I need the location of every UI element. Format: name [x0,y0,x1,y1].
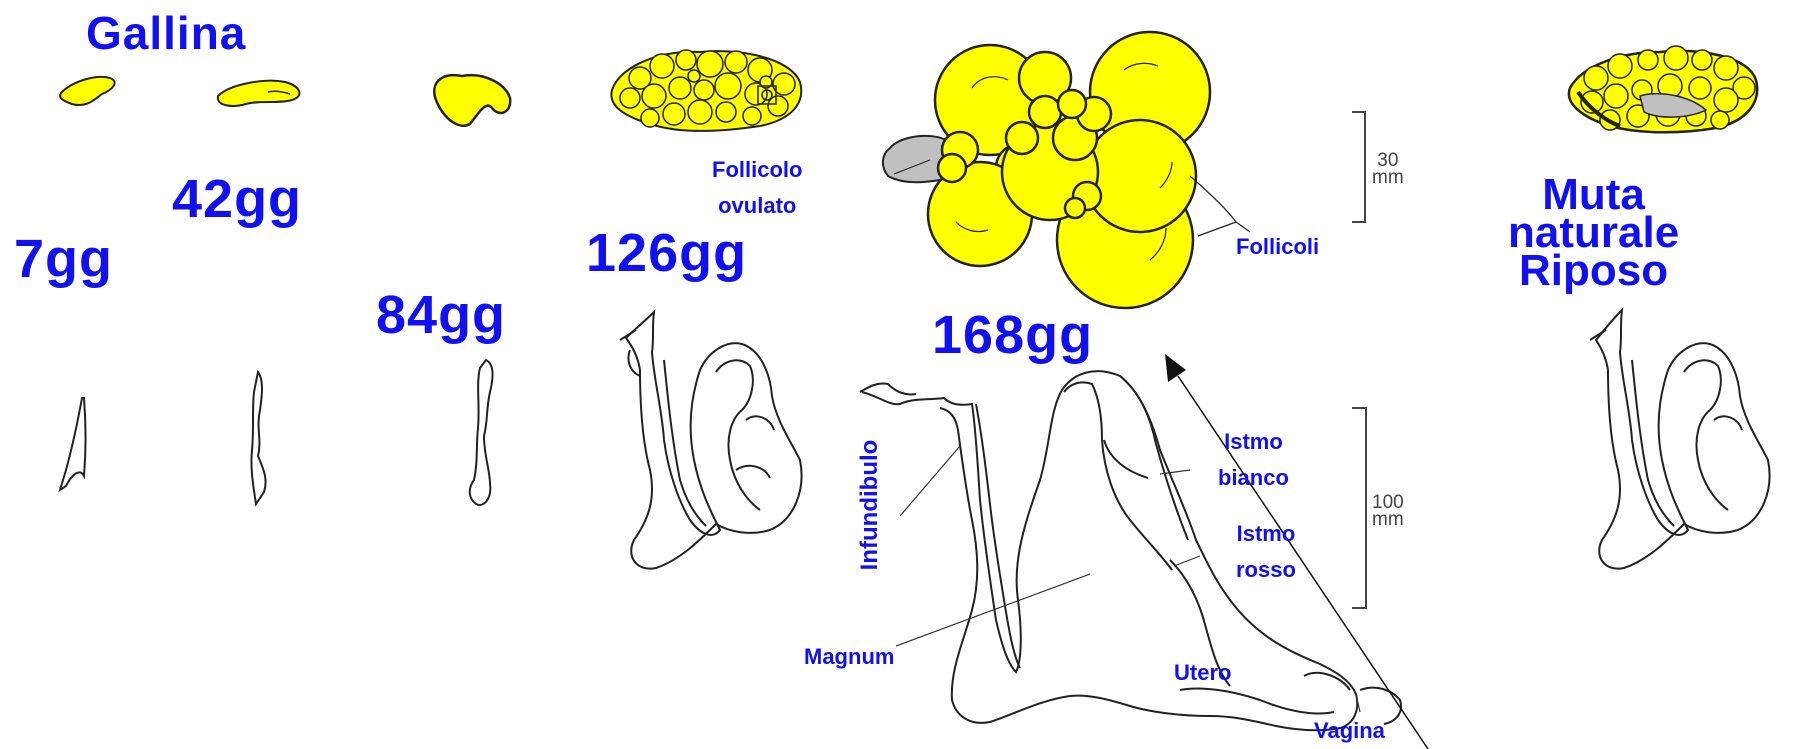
scale-label-ovary: 30 mm [1372,152,1404,186]
ovary-moult [1569,46,1757,132]
follicolo-ovulato-line2: ovulato [712,188,802,224]
follicolo-ovulato-line1: Follicolo [712,152,802,188]
istmo-bianco-label: Istmo bianco [1218,424,1289,496]
magnum-leader [896,574,1090,646]
magnum-label: Magnum [804,640,894,674]
age-label-168gg: 168gg [932,308,1093,362]
moult-label-line3: Riposo [1508,252,1679,290]
scale-ovary-unit: mm [1372,169,1404,186]
istmo-rosso-label: Istmo rosso [1236,516,1296,588]
oviduct-168gg [860,371,1401,730]
oviduct-moult [1590,310,1770,569]
istmo-bianco-line1: Istmo [1218,424,1289,460]
age-label-126gg: 126gg [586,226,747,280]
figure-title: Gallina [86,10,246,56]
ovary-84gg [434,75,510,126]
oviduct-84gg [470,360,493,505]
oviduct-7gg [60,398,86,490]
ovary-168gg [883,32,1250,308]
oviduct-126gg [620,312,802,569]
istmo-rosso-line2: rosso [1236,552,1296,588]
scale-bar-oviduct [1352,408,1366,608]
scale-oviduct-unit: mm [1372,511,1404,528]
vagina-label: Vagina [1314,714,1385,748]
age-label-7gg: 7gg [14,232,113,286]
scale-label-oviduct: 100 mm [1372,494,1404,528]
follicoli-label: Follicoli [1236,230,1319,264]
ovary-126gg [611,50,801,131]
istmo-rosso-line1: Istmo [1236,516,1296,552]
follicolo-ovulato-label: Follicolo ovulato [712,152,802,224]
istmo-rosso-leader [1174,556,1200,566]
istmo-bianco-line2: bianco [1218,460,1289,496]
oviduct-42gg [251,372,265,504]
infundibulo-label: Infundibulo [858,440,882,571]
ovary-42gg [218,81,300,106]
utero-label: Utero [1174,656,1231,690]
moult-label: Muta naturale Riposo [1508,176,1679,290]
infundibulo-leader [900,446,960,516]
scale-bar-ovary [1352,112,1365,222]
age-label-84gg: 84gg [376,288,506,342]
ovary-7gg [60,77,114,105]
age-label-42gg: 42gg [172,172,302,226]
